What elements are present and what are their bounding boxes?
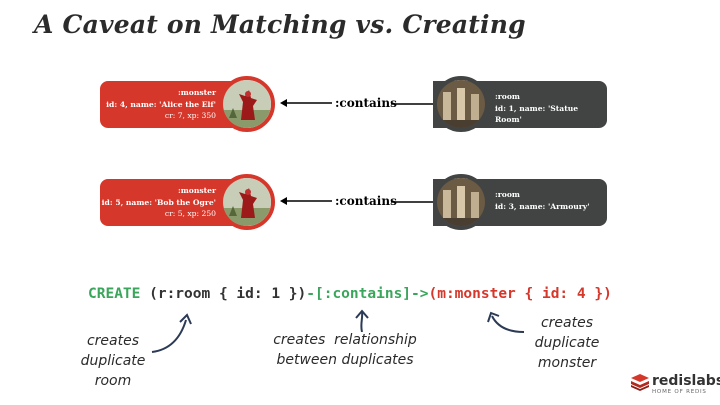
query-keyword: CREATE [88, 286, 141, 302]
room-label: :room [495, 190, 520, 199]
redis-cube-icon [631, 374, 649, 391]
curved-arrow-icon [151, 313, 192, 353]
curved-arrow-icon [487, 311, 525, 333]
up-arrow-icon [355, 309, 369, 332]
room-props-line1: id: 3, name: 'Armoury' [495, 201, 590, 211]
query-relationship-pattern: -[:contains]-> [306, 286, 429, 302]
query-room-pattern: (r:room { id: 1 }) [140, 286, 307, 302]
monster-props-line1: id: 4, name: 'Alice the Elf' [106, 99, 216, 109]
monster-props-line2: cr: 7, xp: 350 [164, 111, 216, 121]
note-duplicate-relationship: creates relationship between duplicates [273, 332, 417, 368]
monster-image [219, 76, 275, 132]
note-duplicate-monster: creates duplicate monster [534, 315, 600, 371]
relationship-label: :contains [335, 96, 397, 110]
slide-title: A Caveat on Matching vs. Creating [34, 10, 526, 39]
monster-label: :monster [177, 88, 216, 97]
redislabs-logo: redislabs HOME OF REDIS [630, 371, 720, 399]
brand-tagline: HOME OF REDIS [652, 389, 707, 395]
monster-image [219, 174, 275, 230]
relationship-label: :contains [335, 194, 397, 208]
monster-props-line1: id: 5, name: 'Bob the Ogre' [101, 197, 216, 207]
room-image [433, 76, 489, 132]
room-props-line1: id: 1, name: 'Statue Room' [495, 103, 579, 125]
connector-line [391, 103, 435, 105]
arrow-left-icon [280, 197, 332, 205]
arrow-left-icon [280, 99, 332, 107]
connector-line [391, 201, 435, 203]
room-label: :room [495, 92, 520, 101]
monster-label: :monster [177, 186, 216, 195]
cypher-query: CREATE (r:room { id: 1 })-[:contains]->(… [88, 286, 612, 302]
note-duplicate-room: creates duplicate room [80, 333, 146, 389]
brand-name: redislabs [652, 373, 720, 389]
query-monster-pattern: (m:monster { id: 4 }) [428, 286, 612, 302]
room-image [433, 174, 489, 230]
monster-props-line2: cr: 5, xp: 250 [164, 209, 216, 219]
